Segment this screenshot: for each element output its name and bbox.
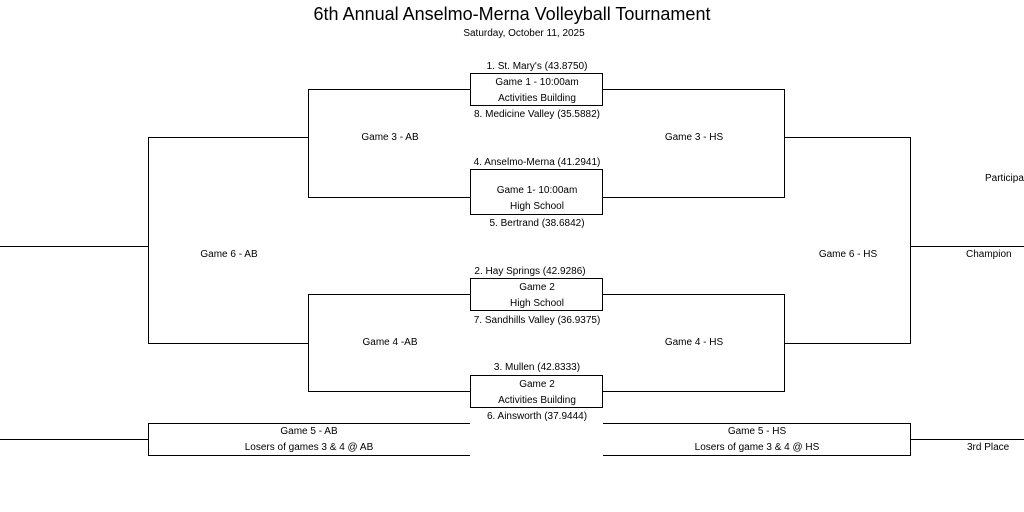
game1-ab-box xyxy=(470,73,603,106)
game3-hs-label: Game 3 - HS xyxy=(664,132,724,143)
team-seed-7: 7. Sandhills Valley (36.9375) xyxy=(473,315,601,326)
team-seed-2: 2. Hay Springs (42.9286) xyxy=(474,266,586,277)
bracket-line xyxy=(148,455,470,456)
game5-hs-desc: Losers of game 3 & 4 @ HS xyxy=(694,442,820,453)
bracket-line xyxy=(148,423,470,424)
game2-ab-box xyxy=(470,375,603,408)
champion-label: Champion xyxy=(966,249,1012,260)
third-place-label: 3rd Place xyxy=(967,442,1010,453)
bracket-line xyxy=(148,137,308,138)
team-seed-8: 8. Medicine Valley (35.5882) xyxy=(474,109,600,120)
bracket-line xyxy=(603,89,785,90)
bracket-line xyxy=(603,455,911,456)
team-seed-6: 6. Ainsworth (37.9444) xyxy=(486,411,588,422)
game1-hs-location: High School xyxy=(510,201,564,212)
game1-hs-box xyxy=(470,169,603,215)
game2-hs-box xyxy=(470,278,603,311)
bracket-line xyxy=(308,294,309,392)
tournament-title: 6th Annual Anselmo-Merna Volleyball Tour… xyxy=(313,4,711,24)
bracket-line xyxy=(308,294,470,295)
bracket-line xyxy=(910,439,1024,440)
team-seed-4: 4. Anselmo-Merna (41.2941) xyxy=(473,157,601,168)
game2-hs-location: High School xyxy=(510,298,564,309)
game2-ab-location: Activities Building xyxy=(498,395,576,406)
bracket-line xyxy=(910,137,911,344)
team-seed-5: 5. Bertrand (38.6842) xyxy=(489,218,585,229)
tournament-date: Saturday, October 11, 2025 xyxy=(463,28,585,39)
bracket-line xyxy=(308,89,309,198)
game6-hs-label: Game 6 - HS xyxy=(818,249,878,260)
bracket-line xyxy=(308,89,470,90)
bracket-line xyxy=(784,137,911,138)
game2-ab-title: Game 2 xyxy=(519,379,555,390)
game1-hs-time: Game 1- 10:00am xyxy=(496,185,578,196)
game1-ab-time: Game 1 - 10:00am xyxy=(495,77,579,88)
team-seed-3: 3. Mullen (42.8333) xyxy=(493,362,581,373)
game3-ab-label: Game 3 - AB xyxy=(361,132,419,143)
game4-ab-label: Game 4 -AB xyxy=(362,337,418,348)
bracket-line xyxy=(784,89,785,198)
participant-label: Participa xyxy=(985,173,1024,184)
team-seed-1: 1. St. Mary's (43.8750) xyxy=(486,61,588,72)
game5-ab-desc: Losers of games 3 & 4 @ AB xyxy=(244,442,374,453)
bracket-line xyxy=(603,294,785,295)
bracket-line xyxy=(603,197,785,198)
bracket-line xyxy=(308,197,470,198)
bracket-line xyxy=(784,343,911,344)
bracket-line xyxy=(0,246,148,247)
game6-ab-label: Game 6 - AB xyxy=(200,249,258,260)
game4-hs-label: Game 4 - HS xyxy=(664,337,724,348)
game5-ab-title: Game 5 - AB xyxy=(280,426,338,437)
bracket-line xyxy=(148,137,149,344)
bracket-line xyxy=(0,439,148,440)
game1-ab-location: Activities Building xyxy=(498,93,576,104)
bracket-line xyxy=(910,246,1024,247)
game2-hs-title: Game 2 xyxy=(519,282,555,293)
game5-hs-title: Game 5 - HS xyxy=(727,426,787,437)
bracket-line xyxy=(148,343,308,344)
bracket-line xyxy=(603,423,911,424)
bracket-line xyxy=(148,423,149,456)
bracket-line xyxy=(308,391,470,392)
bracket-line xyxy=(603,391,785,392)
